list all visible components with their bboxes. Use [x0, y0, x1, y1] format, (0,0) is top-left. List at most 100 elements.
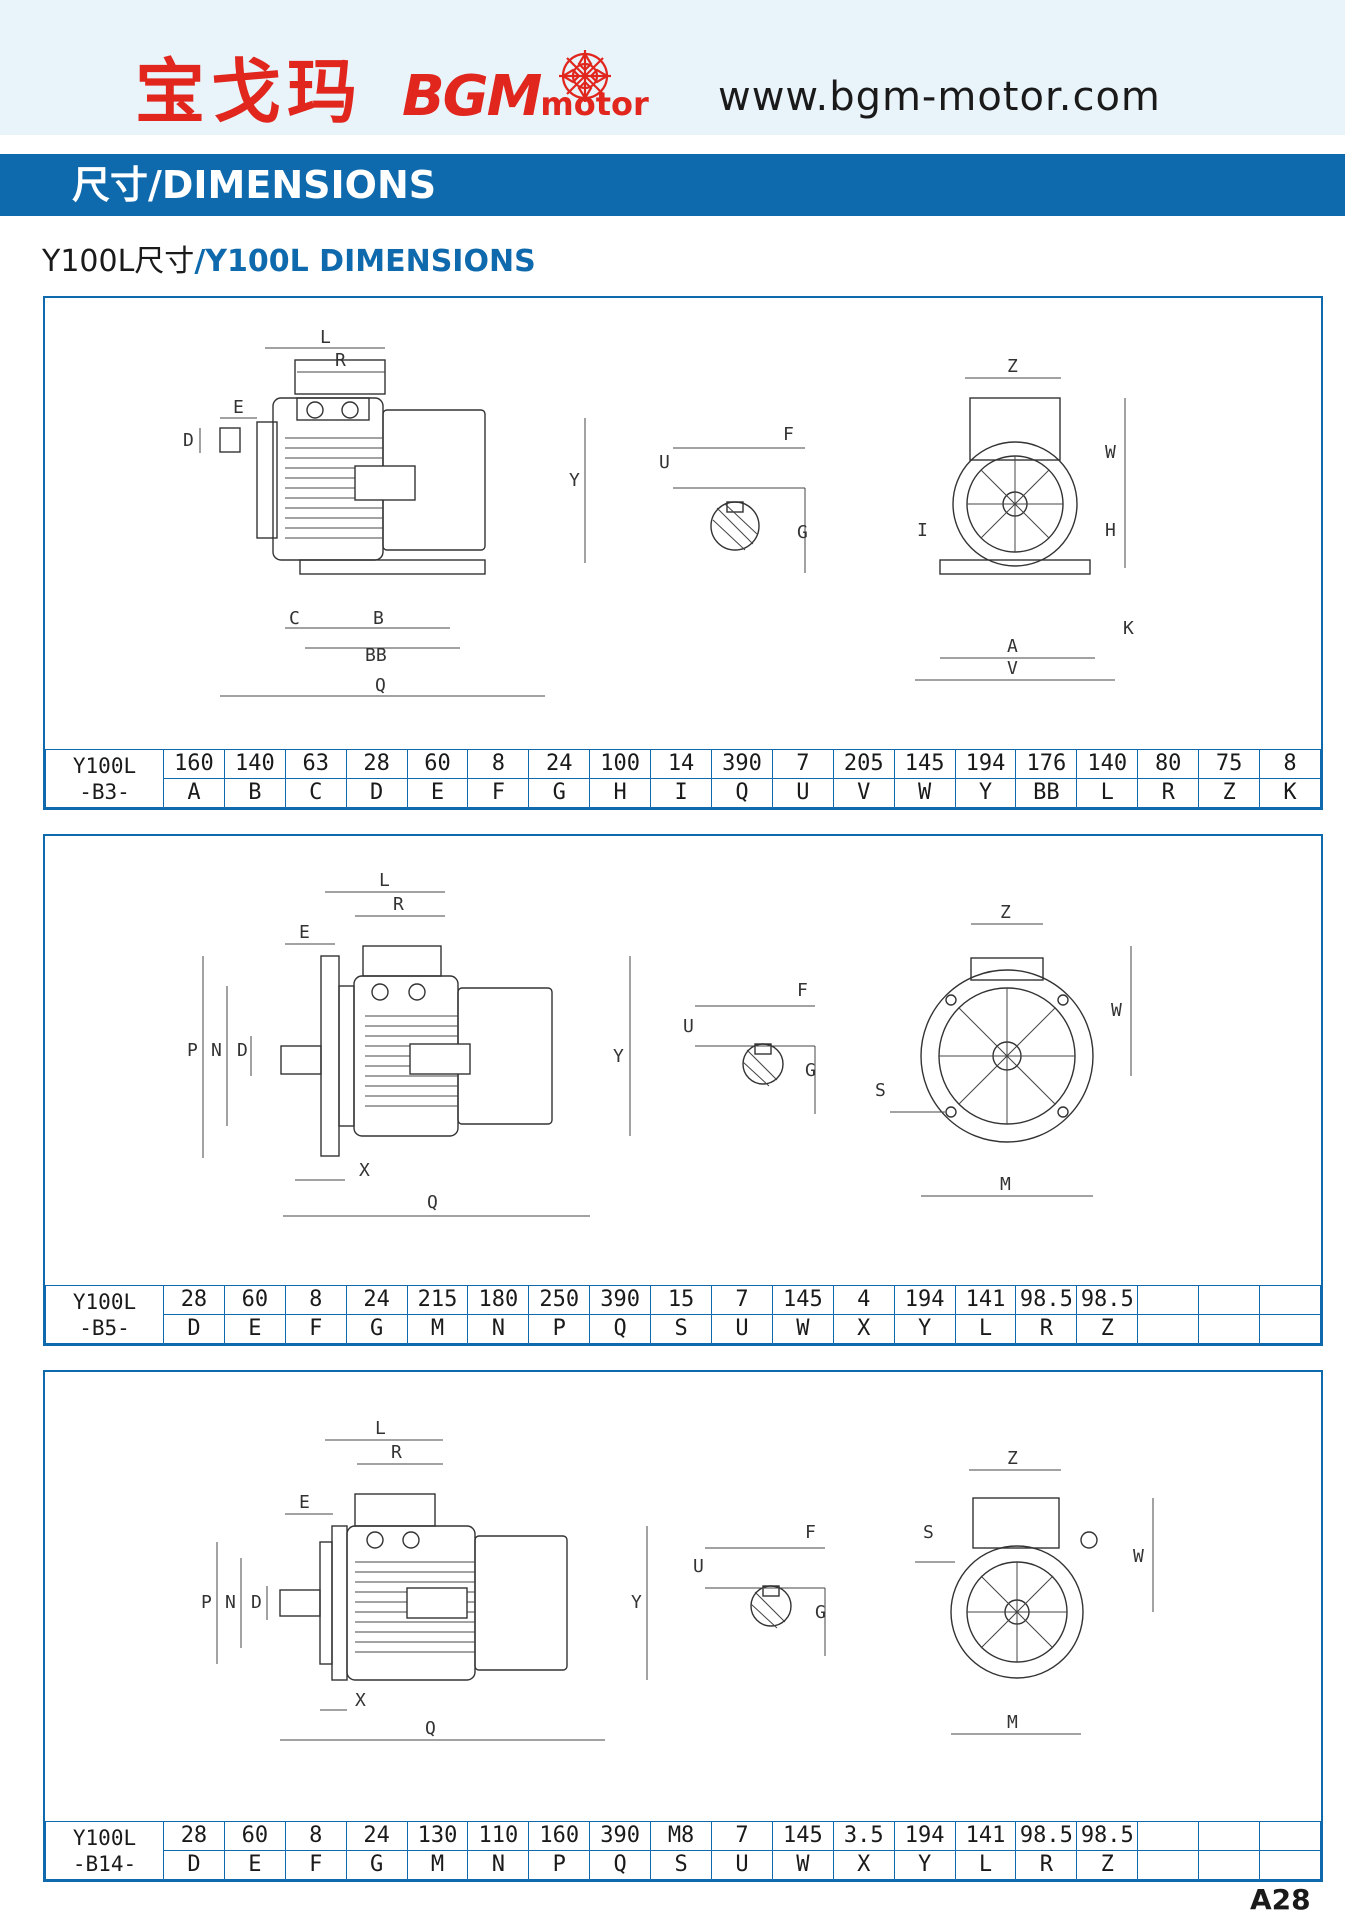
- label-cell: N: [467, 1314, 530, 1344]
- label-y-b5: Y: [613, 1046, 624, 1067]
- label-a-b3: A: [1007, 636, 1018, 657]
- panel-b5: L R E P N D X Q Y U F G: [43, 834, 1323, 1346]
- value-cell: 176: [1015, 749, 1078, 779]
- label-cell: F: [284, 1850, 347, 1880]
- value-cell: 7: [711, 1285, 773, 1315]
- value-cell: 100: [589, 749, 652, 779]
- value-cell: 215: [406, 1285, 469, 1315]
- value-cell: 145: [771, 1821, 834, 1851]
- label-cell: [1259, 1850, 1321, 1880]
- label-d-b14: D: [251, 1592, 262, 1613]
- label-g-b3: G: [797, 522, 808, 543]
- label-s-b14: S: [923, 1522, 934, 1543]
- label-x-b14: X: [355, 1690, 366, 1711]
- value-cell: 194: [954, 749, 1017, 779]
- motor-side-view-b14: L R E P N D X Q Y: [201, 1418, 648, 1741]
- motor-front-view-b5: Z W S M: [875, 902, 1132, 1197]
- label-d-b3: D: [183, 430, 194, 451]
- value-cell: 390: [589, 1285, 652, 1315]
- label-cell: B: [223, 778, 286, 808]
- value-cell: 141: [954, 1821, 1017, 1851]
- label-q-b14: Q: [425, 1718, 436, 1739]
- label-cell: Q: [711, 778, 773, 808]
- model-name: Y100L: [72, 1825, 137, 1850]
- logo-motor: motor: [540, 85, 649, 123]
- label-cell: BB: [1015, 778, 1078, 808]
- label-r-b3: R: [335, 350, 346, 371]
- label-cell: U: [711, 1314, 773, 1344]
- value-cell: 60: [223, 1821, 286, 1851]
- label-cell: D: [163, 1850, 225, 1880]
- label-w-b14: W: [1133, 1546, 1144, 1567]
- label-e-b14: E: [299, 1492, 310, 1513]
- page-number: A28: [1250, 1883, 1311, 1916]
- label-cell: P: [528, 1850, 591, 1880]
- label-x-b5: X: [359, 1160, 370, 1181]
- label-cell: E: [223, 1850, 286, 1880]
- label-z-b3: Z: [1007, 356, 1018, 377]
- value-cell: 140: [223, 749, 286, 779]
- label-g-b14: G: [815, 1602, 826, 1623]
- value-cell: 205: [832, 749, 895, 779]
- label-e-b3: E: [233, 397, 244, 418]
- label-cell: L: [954, 1314, 1017, 1344]
- label-cell: S: [650, 1314, 713, 1344]
- label-cell: G: [345, 1314, 408, 1344]
- label-cell: [1137, 1314, 1200, 1344]
- label-cell: [1198, 1850, 1261, 1880]
- drawing-b14: L R E P N D X Q Y U F G: [201, 1418, 1154, 1741]
- model-cell: Y100L-B5-: [45, 1285, 164, 1344]
- label-cell: Y: [893, 1850, 956, 1880]
- value-cell: 63: [284, 749, 347, 779]
- value-cell: 98.5: [1015, 1285, 1078, 1315]
- label-k-b3: K: [1123, 618, 1134, 639]
- value-cell: 390: [589, 1821, 652, 1851]
- label-cell: W: [771, 1850, 834, 1880]
- value-cell: 3.5: [832, 1821, 895, 1851]
- label-cell: F: [284, 1314, 347, 1344]
- label-cell: P: [528, 1314, 591, 1344]
- label-n-b5: N: [211, 1040, 222, 1061]
- motor-front-view-b14: Z W S M: [915, 1448, 1154, 1735]
- value-cell: 7: [771, 749, 834, 779]
- label-cell: Y: [954, 778, 1017, 808]
- label-cell: G: [528, 778, 591, 808]
- value-cell: 194: [893, 1285, 956, 1315]
- label-cell: Q: [589, 1314, 652, 1344]
- motor-side-view-b3: L R E D C B BB Q Y: [183, 327, 586, 697]
- label-f-b5: F: [797, 980, 808, 1001]
- label-cell: A: [163, 778, 225, 808]
- value-cell: [1198, 1821, 1261, 1851]
- value-cell: [1137, 1285, 1200, 1315]
- label-cell: Z: [1076, 1850, 1139, 1880]
- label-cell: E: [406, 778, 469, 808]
- label-f-b3: F: [783, 424, 794, 445]
- model-cell: Y100L-B14-: [45, 1821, 164, 1880]
- label-cell: I: [650, 778, 713, 808]
- page-header: 宝戈玛 BGMmotor www.bgm-motor.com: [0, 0, 1345, 135]
- label-cell: [1259, 1314, 1321, 1344]
- label-cell: W: [771, 1314, 834, 1344]
- label-i-b3: I: [917, 520, 928, 541]
- value-cell: 141: [954, 1285, 1017, 1315]
- subtitle-english: /Y100L DIMENSIONS: [194, 244, 536, 279]
- logo-chinese-text: 宝戈玛: [135, 51, 363, 133]
- value-cell: 28: [345, 749, 408, 779]
- motor-side-view-b5: L R E P N D X Q Y: [187, 870, 631, 1217]
- label-cell: N: [467, 1850, 530, 1880]
- label-z-b5: Z: [1000, 902, 1011, 923]
- value-cell: 160: [528, 1821, 591, 1851]
- value-cell: 8: [467, 749, 530, 779]
- value-cell: 98.5: [1015, 1821, 1078, 1851]
- label-w-b3: W: [1105, 442, 1116, 463]
- label-cell: L: [954, 1850, 1017, 1880]
- label-s-b5: S: [875, 1080, 886, 1101]
- label-d-b5: D: [237, 1040, 248, 1061]
- label-cell: U: [771, 778, 834, 808]
- label-cell: Y: [893, 1314, 956, 1344]
